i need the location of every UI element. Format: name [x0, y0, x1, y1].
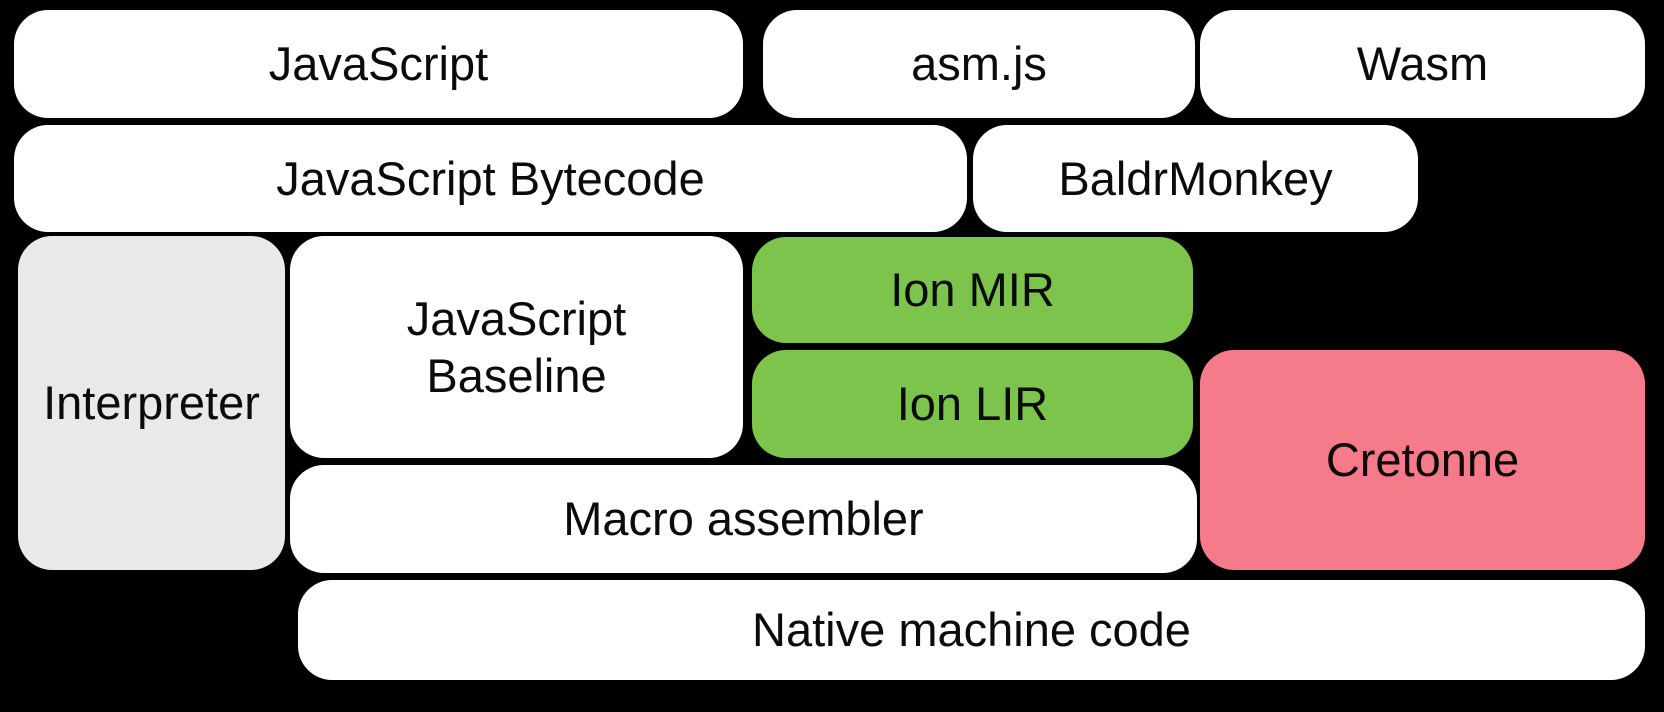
box-ion-mir: Ion MIR: [752, 237, 1193, 343]
box-baldrmonkey-label: BaldrMonkey: [1058, 151, 1333, 205]
box-wasm-label: Wasm: [1356, 37, 1489, 91]
box-cretonne: Cretonne: [1200, 350, 1645, 570]
box-macro-assembler: Macro assembler: [290, 465, 1197, 573]
box-cretonne-label: Cretonne: [1325, 433, 1520, 487]
box-native-machine-code-label: Native machine code: [752, 603, 1191, 657]
box-ion-lir: Ion LIR: [752, 350, 1193, 458]
box-javascript: JavaScript: [14, 10, 743, 118]
box-javascript-baseline: JavaScript Baseline: [290, 236, 743, 458]
box-ion-lir-label: Ion LIR: [896, 377, 1049, 431]
box-ion-mir-label: Ion MIR: [890, 263, 1055, 317]
box-asmjs: asm.js: [763, 10, 1195, 118]
box-javascript-label: JavaScript: [268, 37, 489, 91]
box-macro-assembler-label: Macro assembler: [563, 492, 924, 546]
box-interpreter-label: Interpreter: [43, 376, 260, 430]
box-wasm: Wasm: [1200, 10, 1645, 118]
box-interpreter: Interpreter: [18, 236, 285, 570]
box-javascript-bytecode-label: JavaScript Bytecode: [276, 151, 705, 205]
box-javascript-bytecode: JavaScript Bytecode: [14, 125, 967, 232]
box-javascript-baseline-label: JavaScript Baseline: [406, 291, 627, 402]
box-native-machine-code: Native machine code: [298, 580, 1645, 680]
box-asmjs-label: asm.js: [911, 37, 1047, 91]
box-baldrmonkey: BaldrMonkey: [973, 125, 1418, 232]
